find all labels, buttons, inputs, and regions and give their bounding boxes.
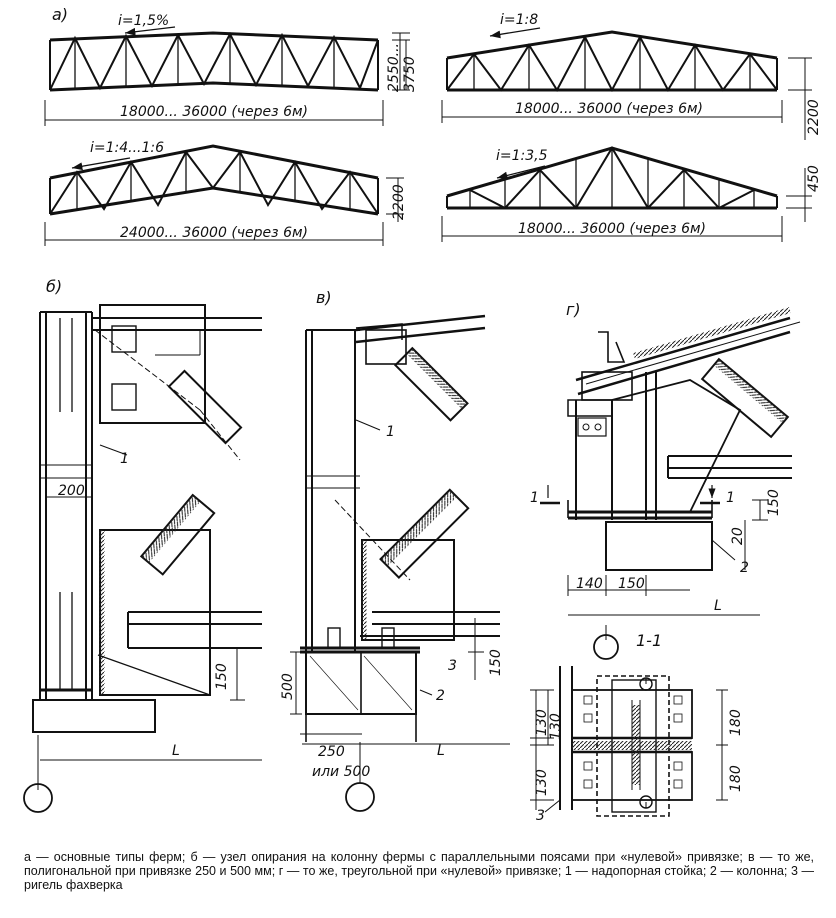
node-v-dim-150: 150 — [488, 649, 504, 676]
truss1-span: 18000... 36000 (через 6м) — [120, 104, 308, 120]
truss1-height-outer: 3750 — [402, 56, 418, 92]
section-dim-130-b: 130 — [548, 713, 564, 740]
node-g-dim-150-v: 150 — [766, 489, 782, 516]
node-b-callout-1: 1 — [120, 451, 129, 467]
truss3-span: 24000... 36000 (через 6м) — [120, 225, 308, 241]
node-b-height-dim: 150 — [214, 663, 230, 690]
node-g-column-support — [540, 307, 801, 660]
truss2-span: 18000... 36000 (через 6м) — [515, 101, 703, 117]
truss2-slope: i=1:8 — [500, 12, 538, 28]
section-dim-180-a: 180 — [728, 709, 744, 736]
section-dim-130-a: 130 — [534, 709, 550, 736]
truss-polygonal — [441, 30, 812, 140]
truss3-slope-arrow — [71, 157, 131, 171]
section-callout-3: 3 — [536, 808, 545, 824]
section-dim-180-b: 180 — [728, 765, 744, 792]
node-g-section-mark-left: 1 — [530, 490, 539, 506]
truss1-slope-arrow — [124, 26, 176, 36]
truss4-span: 18000... 36000 (через 6м) — [518, 221, 706, 237]
panel-b-label: б) — [46, 277, 62, 296]
node-g-section-mark-right: 1 — [726, 490, 735, 506]
node-v-callout-1: 1 — [386, 424, 395, 440]
panel-v-label: в) — [316, 288, 332, 307]
truss2-slope-arrow — [489, 27, 541, 39]
node-b-width-dim: 200 — [58, 483, 85, 499]
node-v-span: L — [437, 743, 445, 759]
node-v-dim-500-v: 500 — [280, 673, 296, 700]
node-g-span: L — [714, 598, 722, 614]
node-v-dim-500: или 500 — [312, 764, 370, 780]
truss1-slope: i=1,5% — [118, 13, 169, 29]
truss2-height: 2200 — [806, 99, 822, 135]
truss3-height: 2200 — [391, 184, 407, 220]
node-b-column-support — [23, 304, 262, 813]
truss-triangular — [441, 146, 812, 242]
truss-polygonal-raised-chord — [44, 144, 404, 246]
section-dim-130-c: 130 — [534, 769, 550, 796]
node-v-callout-3: 3 — [448, 658, 457, 674]
truss4-slope: i=1:3,5 — [496, 148, 548, 164]
engineering-drawing: а) i=1,5% 18000... 36000 (через 6м) 2550… — [23, 5, 822, 824]
section-1-1 — [530, 666, 728, 817]
node-b-span: L — [172, 743, 180, 759]
node-v-dim-250: 250 — [318, 744, 345, 760]
node-g-dim-140: 140 — [576, 576, 603, 592]
truss3-slope: i=1:4...1:6 — [90, 140, 164, 156]
panel-g-label: г) — [566, 300, 581, 319]
node-g-dim-150: 150 — [618, 576, 645, 592]
figure-caption: а — основные типы ферм; б — узел опирани… — [24, 850, 814, 892]
truss-parallel-chords — [44, 31, 410, 126]
truss1-height-inner: 2550... — [386, 43, 402, 92]
section-label: 1-1 — [636, 631, 662, 650]
truss4-slope-arrow — [496, 165, 546, 180]
node-g-dim-20: 20 — [730, 527, 746, 545]
panel-a-label: а) — [52, 5, 68, 24]
node-v-column-support — [290, 314, 510, 812]
truss4-height: 450 — [806, 165, 822, 192]
node-v-callout-2: 2 — [436, 688, 445, 704]
node-g-callout-2: 2 — [740, 560, 749, 576]
